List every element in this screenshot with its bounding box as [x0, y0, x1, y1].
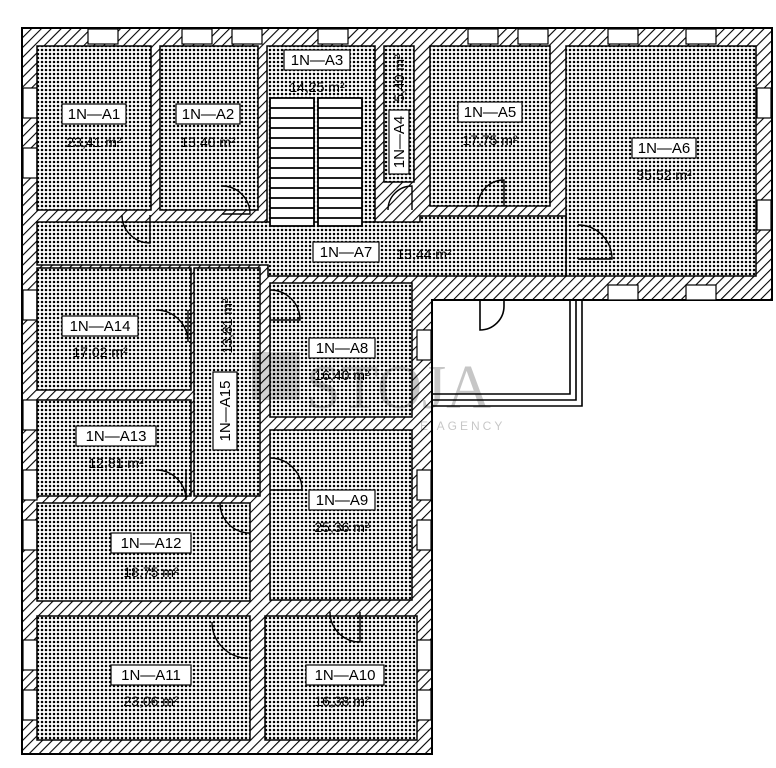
- room-a7-floor: [36, 215, 567, 277]
- room-a6-floor: [565, 45, 757, 277]
- room-a2: 1N—A2 13,40 m²: [175, 103, 241, 150]
- room-a7: 1N—A7 13,44 m²: [312, 241, 452, 263]
- room-a13-area: 12,81 m²: [88, 455, 144, 471]
- room-a1-name: 1N—A1: [68, 106, 121, 123]
- room-a13: 1N—A13 12,81 m²: [75, 425, 157, 471]
- room-a11: 1N—A11 23,06 m²: [110, 664, 192, 709]
- room-a12-name: 1N—A12: [121, 535, 182, 552]
- door-swings: [121, 179, 613, 659]
- room-a14: 1N—A14 17,02 m²: [61, 315, 139, 360]
- room-a5: 1N—A5 17,75 m²: [457, 101, 523, 148]
- room-a6: 1N—A6 35,52 m²: [631, 137, 697, 183]
- watermark-brand: STOJA: [306, 354, 491, 422]
- room-a7-area: 13,44 m²: [396, 246, 452, 262]
- room-a12-area: 18,75 m²: [123, 564, 179, 580]
- room-a9-name: 1N—A9: [316, 492, 369, 509]
- room-a4: 1N—A4 5,40 m²: [388, 54, 410, 175]
- room-a1: 1N—A1 23,41 m²: [61, 103, 127, 150]
- room-a3: 1N—A3 14,25 m²: [283, 49, 351, 95]
- watermark: STOJA E AGENCY: [252, 352, 505, 433]
- room-a10-name: 1N—A10: [315, 667, 376, 684]
- balcony: [432, 300, 583, 407]
- room-a11-area: 23,06 m²: [123, 693, 179, 709]
- room-a14-area: 17,02 m²: [72, 344, 128, 360]
- room-a8-name: 1N—A8: [316, 340, 369, 357]
- room-a15: 1N—A15 13,81 m²: [212, 298, 238, 451]
- room-a14-name: 1N—A14: [70, 318, 131, 335]
- room-a15-name: 1N—A15: [217, 381, 234, 442]
- room-a8: 1N—A8 16,40 m²: [308, 337, 376, 383]
- staircase: [269, 97, 363, 227]
- room-a2-floor: [159, 45, 259, 211]
- room-a3-name: 1N—A3: [291, 52, 344, 69]
- room-a3-area: 14,25 m²: [289, 79, 345, 95]
- room-a8-area: 16,40 m²: [314, 367, 370, 383]
- room-a9-floor: [269, 429, 413, 601]
- windows: [22, 28, 772, 721]
- room-a2-area: 13,40 m²: [180, 134, 236, 150]
- room-a13-floor: [36, 399, 192, 497]
- room-a5-floor: [429, 45, 551, 207]
- room-a6-area: 35,52 m²: [636, 167, 692, 183]
- room-a15-area: 13,81 m²: [219, 298, 235, 354]
- room-a11-name: 1N—A11: [121, 667, 181, 684]
- room-a9-area: 25,36 m²: [314, 519, 370, 535]
- room-a6-name: 1N—A6: [638, 140, 691, 157]
- room-a13-name: 1N—A13: [86, 428, 147, 445]
- room-labels: 1N—A1 23,41 m² 1N—A2 13,40 m² 1N—A3 14,2…: [61, 49, 697, 709]
- room-a12: 1N—A12 18,75 m²: [110, 532, 192, 580]
- room-a9: 1N—A9 25,36 m²: [308, 489, 376, 535]
- room-a10-area: 16,38 m²: [314, 693, 370, 709]
- watermark-tagline: E AGENCY: [420, 419, 505, 433]
- room-a10: 1N—A10 16,38 m²: [305, 664, 385, 709]
- room-a4-area: 5,40 m²: [391, 54, 407, 102]
- room-a2-name: 1N—A2: [182, 106, 235, 123]
- room-a5-area: 17,75 m²: [462, 132, 518, 148]
- room-a4-name: 1N—A4: [391, 116, 408, 169]
- room-a5-name: 1N—A5: [464, 104, 517, 121]
- room-a1-area: 23,41 m²: [66, 134, 122, 150]
- room-a7-name: 1N—A7: [320, 244, 373, 261]
- room-a1-floor: [36, 45, 152, 211]
